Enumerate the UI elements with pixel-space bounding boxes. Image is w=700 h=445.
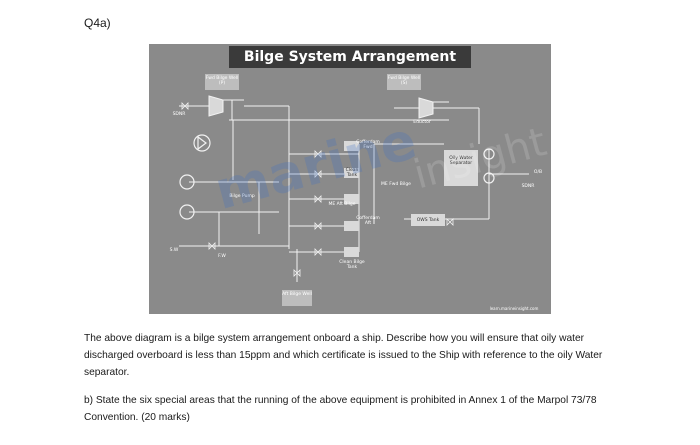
clean-bilge-tank-label: Clean Bilge Tank [339, 260, 365, 270]
fwd-bilge-well-s-label: Fwd Bilge Well (S) [387, 76, 421, 86]
fwd-bilge-well-s-box [387, 74, 421, 90]
clean-tank-box [344, 168, 359, 178]
eductor-label: Eductor [413, 120, 431, 125]
clean-tank-label: Clean Tank [345, 168, 359, 178]
oily-water-separator-box [444, 150, 478, 186]
fw-label: F.W [218, 254, 226, 259]
ob-label: O/B [533, 170, 543, 175]
diagram-piping [179, 95, 529, 282]
me-fwd-bilge-box [344, 194, 359, 204]
question-paragraph-a: The above diagram is a bilge system arra… [84, 333, 603, 378]
cofferdam-aft-label: Cofferdam Aft [356, 216, 380, 226]
sdnr-right-label: SDNR [521, 184, 535, 189]
sdnr-left-label: SDNR [172, 112, 186, 117]
bilge-pump-label: Bilge Pump [229, 194, 255, 199]
aft-bilge-well-box [282, 290, 312, 306]
fwd-bilge-well-p-box [205, 74, 239, 90]
me-fwd-bilge-label: ME Fwd Bilge [381, 182, 411, 187]
credit-text: learn.marineinsight.com [489, 306, 539, 311]
diagram-title: Bilge System Arrangement [229, 46, 471, 68]
question-number: Q4a) [84, 16, 111, 30]
aft-bilge-well-label: Aft Bilge Well [282, 292, 312, 297]
fwd-bilge-well-p-label: Fwd Bilge Well (P) [205, 76, 239, 86]
ows-tank-label: OWS Tank [416, 218, 440, 223]
clean-bilge-tank-box [344, 247, 359, 257]
question-paragraph-b: b) State the six special areas that the … [84, 395, 597, 423]
sw-label: S.W [169, 248, 179, 253]
cofferdam-fwd-box [344, 141, 359, 151]
oily-water-separator-label: Oily Water Separator [449, 156, 473, 166]
me-aft-bilge-label: ME Aft Bilge [328, 202, 356, 207]
ows-tank-box [411, 214, 445, 226]
cofferdam-fwd-label: Cofferdam Fwd [356, 140, 380, 150]
cofferdam-aft-box [344, 221, 359, 231]
bilge-system-diagram: Fwd Bilge Well (P) Fwd Bilge Well (S) Ed… [149, 44, 551, 314]
